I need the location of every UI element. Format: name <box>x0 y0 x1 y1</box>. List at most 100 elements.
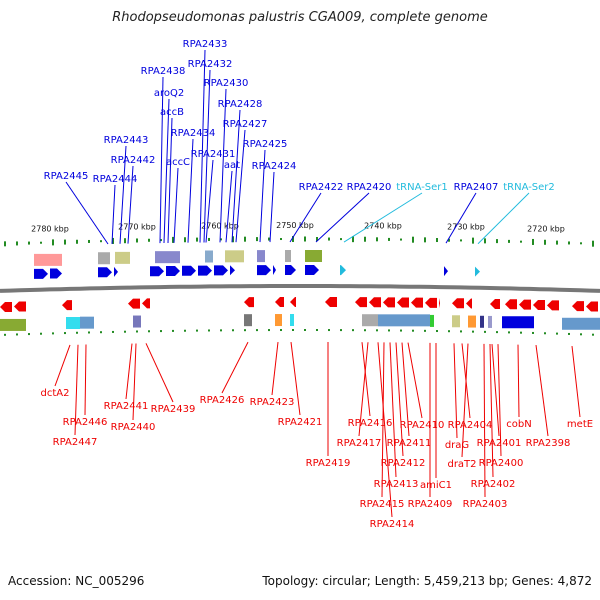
cog-box <box>488 315 492 328</box>
forward-gene-arrow[interactable] <box>150 266 164 277</box>
scale-label-2770-kbp: 2770 kbp <box>118 222 156 231</box>
gc-tick <box>424 237 426 243</box>
forward-gene-arrow[interactable] <box>273 265 276 276</box>
gene-leader-line <box>84 344 87 416</box>
gene-label-rpa2442: RPA2442 <box>111 155 156 166</box>
scale-label-2780-kbp: 2780 kbp <box>31 224 69 233</box>
reverse-gene-arrow[interactable] <box>519 299 531 310</box>
reverse-gene-arrow[interactable] <box>452 298 464 309</box>
gc-tick <box>580 242 582 245</box>
scale-label-2740-kbp: 2740 kbp <box>364 221 402 230</box>
gc-tick <box>244 329 246 332</box>
gene-label-rpa2426: RPA2426 <box>200 395 245 406</box>
gene-label-rpa2428: RPA2428 <box>218 99 263 110</box>
gc-tick <box>88 239 90 243</box>
cog-box <box>80 316 94 329</box>
gc-tick <box>208 329 210 332</box>
reverse-gene-arrow[interactable] <box>505 299 517 310</box>
gc-tick <box>88 331 90 334</box>
reverse-gene-arrow[interactable] <box>142 298 150 309</box>
gc-tick <box>448 238 450 242</box>
gc-tick <box>436 238 438 243</box>
gc-tick <box>556 332 558 335</box>
reverse-gene-arrow[interactable] <box>411 297 423 308</box>
gc-tick <box>328 237 330 241</box>
reverse-gene-arrow[interactable] <box>128 298 140 309</box>
reverse-gene-arrow[interactable] <box>325 297 337 308</box>
reverse-gene-arrow[interactable] <box>533 299 545 310</box>
gene-label-accb: accB <box>160 107 184 118</box>
gene-label-rpa2420: RPA2420 <box>347 182 392 193</box>
forward-gene-arrow[interactable] <box>230 265 235 276</box>
gc-tick <box>16 241 18 246</box>
gc-tick <box>556 240 558 245</box>
forward-gene-arrow[interactable] <box>305 265 319 276</box>
gene-leader-line <box>225 170 233 243</box>
gc-tick <box>340 238 342 241</box>
reverse-gene-arrow[interactable] <box>0 301 12 312</box>
gene-label-rpa2434: RPA2434 <box>171 128 216 139</box>
gc-tick <box>232 329 234 332</box>
cog-box <box>378 314 430 327</box>
gc-tick <box>472 237 474 244</box>
gene-leader-line <box>535 344 549 437</box>
gc-tick <box>508 331 510 334</box>
reverse-gene-arrow[interactable] <box>244 297 254 308</box>
reverse-gene-arrow[interactable] <box>355 297 367 308</box>
reverse-gene-arrow[interactable] <box>425 297 437 308</box>
reverse-gene-arrow[interactable] <box>490 298 500 309</box>
gene-leader-line <box>127 165 134 244</box>
reverse-gene-arrow[interactable] <box>572 301 584 312</box>
reverse-gene-arrow[interactable] <box>397 297 409 308</box>
forward-gene-arrow[interactable] <box>214 265 228 276</box>
gene-leader-line <box>477 192 530 245</box>
gene-leader-line <box>290 341 301 416</box>
forward-gene-arrow[interactable] <box>475 266 480 277</box>
cog-box <box>133 315 141 328</box>
reverse-gene-arrow[interactable] <box>383 297 395 308</box>
forward-gene-arrow[interactable] <box>98 267 112 278</box>
gc-tick <box>304 236 306 242</box>
gc-tick <box>316 237 318 242</box>
cog-box <box>468 315 476 328</box>
reverse-gene-arrow[interactable] <box>275 297 284 308</box>
gc-tick <box>376 329 378 332</box>
reverse-gene-arrow[interactable] <box>439 298 440 309</box>
gene-leader-line <box>401 342 410 437</box>
gc-tick <box>580 333 582 336</box>
forward-gene-arrow[interactable] <box>444 266 448 277</box>
gc-tick <box>532 238 534 245</box>
forward-gene-arrow[interactable] <box>285 265 296 276</box>
reverse-gene-arrow[interactable] <box>290 297 296 308</box>
forward-gene-arrow[interactable] <box>257 265 271 276</box>
gene-label-rpa2414: RPA2414 <box>370 519 415 530</box>
forward-gene-arrow[interactable] <box>34 268 48 279</box>
gene-label-rpa2415: RPA2415 <box>360 499 405 510</box>
gene-label-rpa2444: RPA2444 <box>93 174 138 185</box>
cog-box <box>452 315 460 328</box>
reverse-gene-arrow[interactable] <box>369 297 381 308</box>
gc-tick <box>136 238 138 243</box>
gc-tick <box>4 333 6 336</box>
gene-leader-line <box>235 129 246 243</box>
gene-label-amic1: amiC1 <box>420 480 452 491</box>
reverse-gene-arrow[interactable] <box>466 298 472 309</box>
accession-label: Accession: NC_005296 <box>8 574 145 588</box>
forward-gene-arrow[interactable] <box>166 265 180 276</box>
gene-leader-line <box>119 145 127 244</box>
forward-gene-arrow[interactable] <box>182 265 196 276</box>
reverse-gene-arrow[interactable] <box>547 300 559 311</box>
cog-box <box>362 314 378 327</box>
gene-label-rpa2412: RPA2412 <box>381 458 426 469</box>
forward-gene-arrow[interactable] <box>198 265 212 276</box>
forward-gene-arrow[interactable] <box>50 268 62 279</box>
reverse-gene-arrow[interactable] <box>586 301 598 312</box>
reverse-gene-arrow[interactable] <box>62 300 72 311</box>
gc-tick <box>112 330 114 333</box>
gc-tick <box>232 236 234 243</box>
reverse-gene-arrow[interactable] <box>14 301 26 312</box>
forward-gene-arrow[interactable] <box>340 265 346 276</box>
gene-label-rpa2447: RPA2447 <box>53 437 98 448</box>
forward-gene-arrow[interactable] <box>114 266 118 277</box>
